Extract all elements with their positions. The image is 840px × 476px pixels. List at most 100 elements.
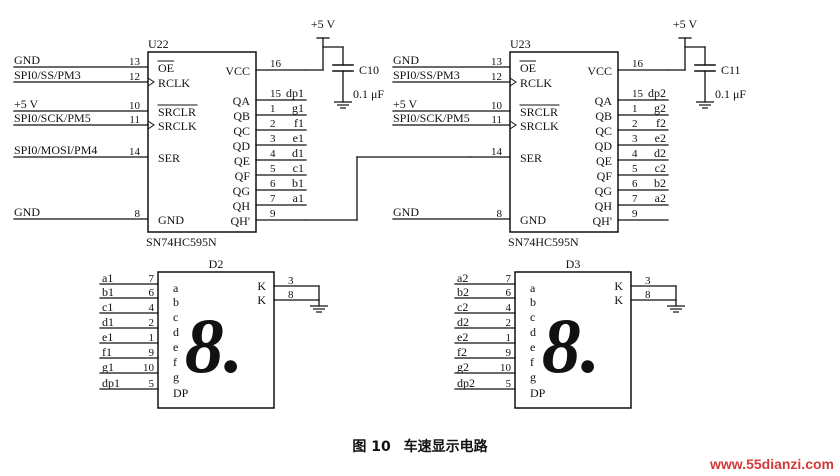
display-d2-segment-net-label: dp1 <box>102 376 120 390</box>
chip-u22-left-net-label: SPI0/SS/PM3 <box>14 68 81 82</box>
chip-u23-right-pin-number: 3 <box>632 133 638 145</box>
display-d3-segment-label: b <box>530 295 536 309</box>
chip-u23-left-pin-label: SRCLR <box>520 105 558 119</box>
chip-u23-left-pin-number: 11 <box>491 114 502 126</box>
chip-u22-right-pin-label: QE <box>234 154 250 168</box>
chip-u23-left-net-label: SPI0/SCK/PM5 <box>393 111 470 125</box>
display-d2-common-pin-number: 8 <box>288 289 294 301</box>
display-d2-segment-pin-number: 2 <box>149 317 155 329</box>
chip-u23-left-pin-label: SRCLK <box>520 119 559 133</box>
display-d3-common-pin-number: 8 <box>645 289 651 301</box>
chip-u23-clock-marker <box>509 120 517 130</box>
chip-u22-output-net-label: dp1 <box>286 86 304 100</box>
chip-u22-right-pin-label: VCC <box>225 64 250 78</box>
chip-u22-left-pin-number: 8 <box>135 208 141 220</box>
display-d2-common-pin-label: K <box>257 279 266 293</box>
chip-u22-output-net-label: g1 <box>292 101 304 115</box>
chip-u22-output-net-label: d1 <box>292 146 304 160</box>
chip-u22-output-net-label: a1 <box>293 191 304 205</box>
display-d2-segment-pin-number: 10 <box>143 362 155 374</box>
figure-title: 车速显示电路 <box>403 439 488 455</box>
chip-u22-left-pin-label: RCLK <box>158 76 190 90</box>
chip-u22-right-pin-number: 1 <box>270 103 276 115</box>
display-d2-body <box>157 271 275 409</box>
display-d2-segment-net-label: g1 <box>102 360 114 374</box>
chip-u23-right-pin-number: 6 <box>632 178 638 190</box>
chip-u23-cap-ground-icon <box>696 101 714 109</box>
display-d2-segment-pin-number: 7 <box>149 273 155 285</box>
display-d2-segment-pin-number: 1 <box>149 332 155 344</box>
display-d2-segment-label: a <box>173 281 179 295</box>
figure-caption: 图 10 车速显示电路 <box>0 436 840 456</box>
display-d3-segment-net-label: g2 <box>457 360 469 374</box>
display-d3-segment-label: a <box>530 281 536 295</box>
display-d3-body <box>514 271 632 409</box>
chip-u23-left-pin-label: SER <box>520 151 542 165</box>
display-d2-segment-net-label: c1 <box>102 300 113 314</box>
chip-u22-ref: U22 <box>148 37 169 51</box>
display-d2-ground-icon <box>310 305 328 313</box>
display-d3-segment-label: e <box>530 340 535 354</box>
display-d2-segment-label: d <box>173 325 179 339</box>
chip-u23-right-pin-number: 1 <box>632 103 638 115</box>
chip-u22-right-pin-number: 7 <box>270 193 276 205</box>
chip-u23-right-pin-number: 5 <box>632 163 638 175</box>
display-d3-segment-net-label: e2 <box>457 330 468 344</box>
chip-u23-right-pin-number: 7 <box>632 193 638 205</box>
chip-u22-left-pin-label: SRCLK <box>158 119 197 133</box>
chip-u23-left-pin-number: 8 <box>497 208 503 220</box>
chip-u23-output-net-label: e2 <box>655 131 666 145</box>
chip-u22-right-pin-label: QD <box>233 139 251 153</box>
chip-u22-right-pin-number: 4 <box>270 148 276 160</box>
display-d3-segment-pin-number: 4 <box>506 302 512 314</box>
chip-u23-right-pin-number: 2 <box>632 118 638 130</box>
chip-u23-left-net-label: GND <box>393 205 419 219</box>
chip-u22-left-pin-label: SER <box>158 151 180 165</box>
display-d2-digit-glyph: 8. <box>185 302 244 389</box>
display-d3-common-pin-label: K <box>614 293 623 307</box>
chip-u23-left-pin-number: 12 <box>491 71 502 83</box>
display-d2-segment-label: e <box>173 340 178 354</box>
chip-u22-left-net-label: GND <box>14 205 40 219</box>
display-d2-segment-net-label: b1 <box>102 285 114 299</box>
display-d3-digit-glyph: 8. <box>542 302 601 389</box>
chip-u23-left-pin-number: 14 <box>491 146 503 158</box>
display-d3-segment-pin-number: 1 <box>506 332 512 344</box>
chip-u22-right-pin-label: QG <box>233 184 251 198</box>
chip-u23-right-pin-label: QG <box>595 184 613 198</box>
chip-u23-left-pin-number: 10 <box>491 100 503 112</box>
chip-u23-right-pin-label: QE <box>596 154 612 168</box>
chip-u23-body <box>509 51 619 233</box>
display-d3-ground-icon <box>667 305 685 313</box>
chip-u23-cap-value: 0.1 μF <box>715 87 746 101</box>
display-d3-segment-pin-number: 6 <box>506 287 512 299</box>
chip-u23-left-net-label: GND <box>393 53 419 67</box>
chip-u23-clock-marker <box>509 77 517 87</box>
display-d3-segment-pin-number: 10 <box>500 362 512 374</box>
chip-u22-right-pin-number: 3 <box>270 133 276 145</box>
chip-u23-left-pin-number: 13 <box>491 56 503 68</box>
display-d2-common-pin-label: K <box>257 293 266 307</box>
chip-u22-left-pin-number: 10 <box>129 100 141 112</box>
display-d2-segment-pin-number: 5 <box>149 378 155 390</box>
chip-u22-body <box>147 51 257 233</box>
chip-u22-right-pin-label: QF <box>235 169 251 183</box>
chip-u23-right-pin-label: QB <box>595 109 612 123</box>
chip-u22-right-pin-label: QC <box>233 124 250 138</box>
display-d2-segment-pin-number: 4 <box>149 302 155 314</box>
chip-u23-right-pin-label: QF <box>597 169 613 183</box>
display-d3-segment-label: d <box>530 325 536 339</box>
display-d3-segment-pin-number: 2 <box>506 317 512 329</box>
chip-u23-output-net-label: g2 <box>654 101 666 115</box>
chip-u23-left-net-label: SPI0/SS/PM3 <box>393 68 460 82</box>
display-d3-ref: D3 <box>566 257 581 271</box>
display-d3-segment-pin-number: 5 <box>506 378 512 390</box>
chip-u22-left-pin-label: OE <box>158 61 174 75</box>
chip-u22-right-pin-label: QA <box>233 94 251 108</box>
display-d2-segment-pin-number: 9 <box>149 347 155 359</box>
chip-u23-output-net-label: b2 <box>654 176 666 190</box>
chip-u22-left-pin-number: 14 <box>129 146 141 158</box>
display-d3-common-pin-number: 3 <box>645 275 651 287</box>
chip-u23-part-number: SN74HC595N <box>508 235 579 249</box>
